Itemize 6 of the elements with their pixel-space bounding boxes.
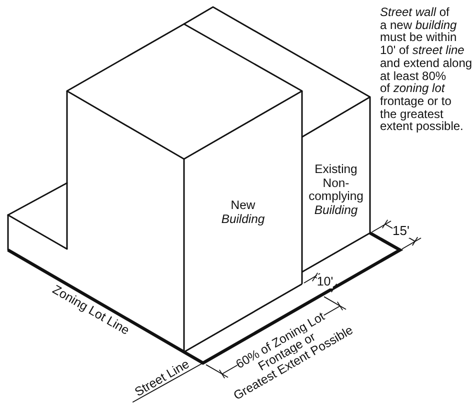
dimension-label: 15' (392, 224, 410, 238)
building-label: Existing Non-complying Building (308, 163, 364, 217)
zoning-rule-note: Street wall of a new building must be within 10' of street line and extend along at least 80% of zoning lot frontage or to the greatest extent possible. (380, 6, 472, 134)
building-facade (301, 96, 372, 273)
dimension-label: 10' (316, 276, 334, 288)
building-label: New Building (221, 199, 265, 226)
